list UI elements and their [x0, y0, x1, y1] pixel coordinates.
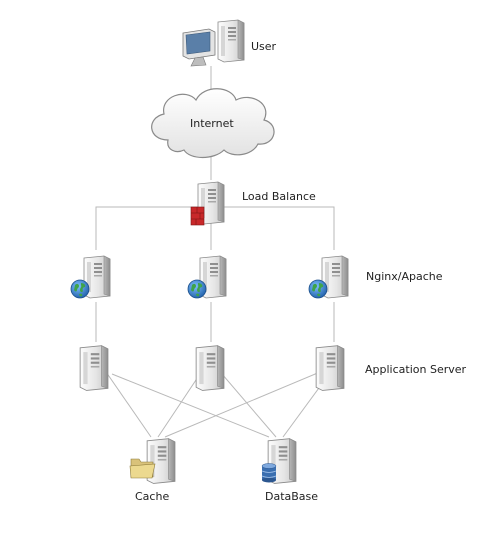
database-node [261, 438, 297, 485]
web-server-right [308, 255, 349, 299]
app-left-to-db-line [111, 373, 270, 438]
server-globe-icon [187, 255, 227, 299]
user-label: User [251, 40, 277, 53]
app-server-left [79, 345, 109, 392]
cloud-icon [151, 88, 275, 159]
app-right-to-cache-line [164, 371, 321, 438]
user-node [182, 19, 245, 67]
app-center-to-db-line [221, 373, 277, 438]
server-firewall-icon [190, 181, 225, 226]
server-icon [79, 345, 109, 392]
app-server-center [195, 345, 225, 392]
server-icon [315, 345, 345, 392]
cache-node [129, 438, 176, 485]
load-balance-node [190, 181, 225, 226]
server-globe-icon [70, 255, 111, 299]
server-folder-icon [129, 438, 176, 485]
app-center-to-cache-line [157, 373, 201, 438]
internet-label: Internet [190, 117, 234, 130]
load-balance-label: Load Balance [242, 190, 316, 203]
database-label: DataBase [265, 490, 319, 503]
web-server-center [187, 255, 227, 299]
cache-label: Cache [135, 490, 170, 503]
firewall-icon [190, 206, 205, 226]
folder-icon [129, 458, 156, 479]
application-server-label: Application Server [365, 363, 467, 376]
server-icon [195, 345, 225, 392]
nginx-apache-label: Nginx/Apache [366, 270, 443, 283]
app-left-to-cache-line [103, 368, 152, 438]
internet-node [151, 88, 275, 159]
web-server-left [70, 255, 111, 299]
server-globe-icon [308, 255, 349, 299]
desktop-computer-icon [182, 19, 245, 67]
database-icon [261, 463, 277, 483]
server-database-icon [261, 438, 297, 485]
app-server-right [315, 345, 345, 392]
